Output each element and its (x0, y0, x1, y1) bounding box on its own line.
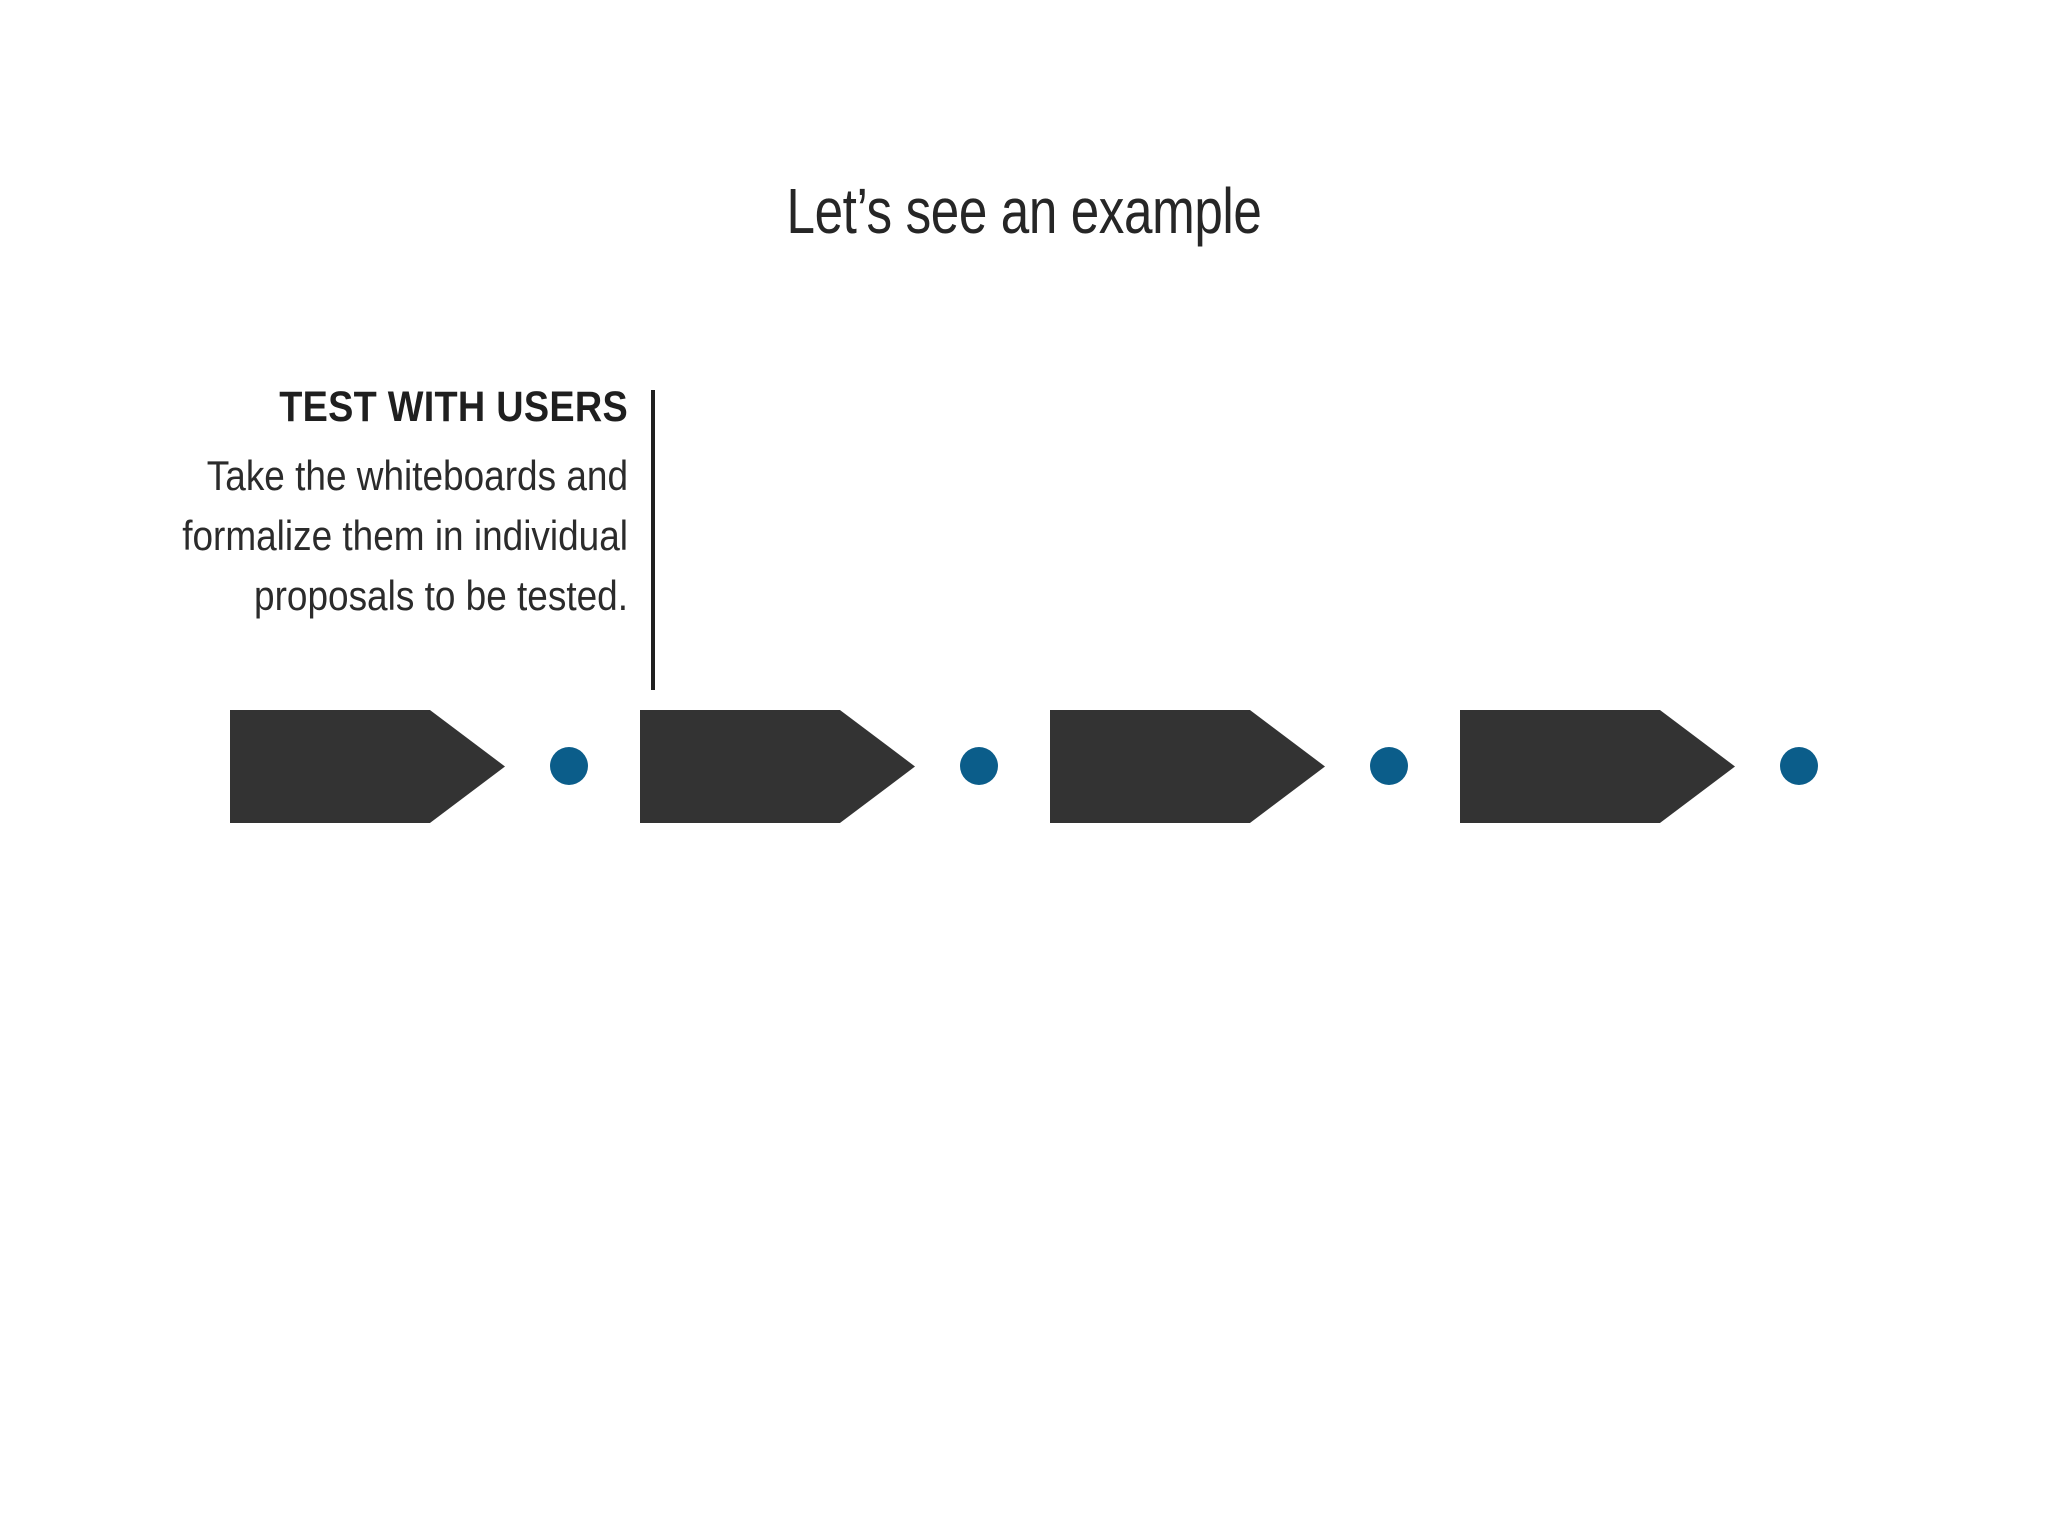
process-flow-row (0, 710, 2048, 826)
process-step-3[interactable] (1050, 710, 1410, 826)
chevron-arrow-icon-1 (230, 710, 505, 823)
chevron-arrow-icon-3 (1050, 710, 1325, 823)
caption-body-line-3: proposals to be tested. (254, 572, 628, 619)
process-step-2[interactable] (640, 710, 1000, 826)
chevron-arrow-icon-2 (640, 710, 915, 823)
step-dot-icon-2 (960, 747, 998, 785)
caption-body-line-2: formalize them in individual (182, 512, 629, 559)
caption-block: TEST WITH USERS Take the whiteboards and… (60, 386, 628, 626)
caption-body-line-1: Take the whiteboards and (206, 452, 628, 499)
chevron-arrow-icon-4 (1460, 710, 1735, 823)
step-dot-icon-3 (1370, 747, 1408, 785)
process-step-4[interactable] (1460, 710, 1820, 826)
page-title: Let’s see an example (786, 175, 1262, 247)
caption-divider-rule (651, 390, 655, 690)
step-dot-icon-1 (550, 747, 588, 785)
step-dot-icon-4 (1780, 747, 1818, 785)
process-step-1[interactable] (230, 710, 590, 826)
caption-heading: TEST WITH USERS (279, 383, 628, 431)
caption-body: Take the whiteboards and formalize them … (128, 446, 628, 626)
